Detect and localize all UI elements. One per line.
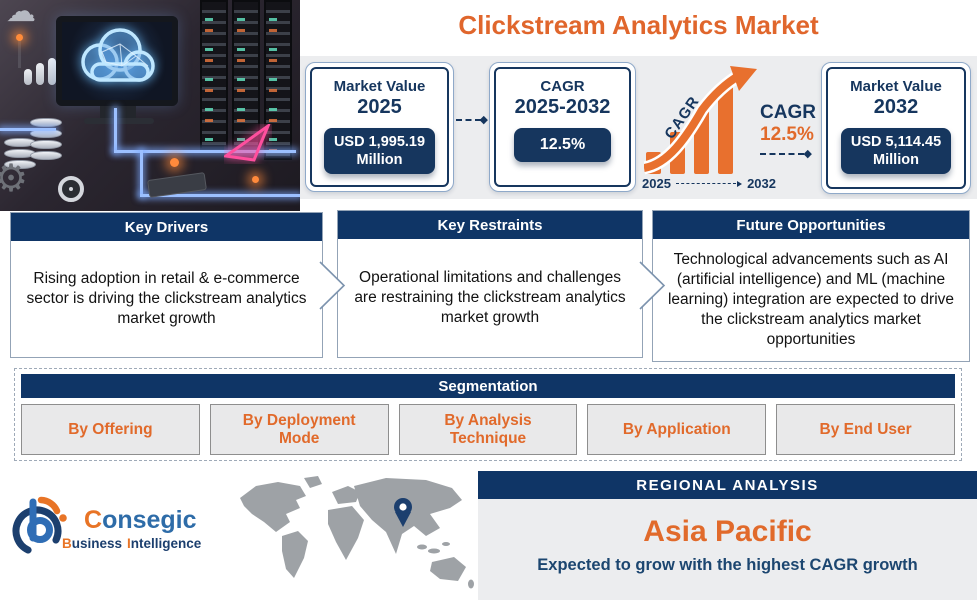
market-value-2032-amount: USD 5,114.45: [850, 134, 942, 150]
key-restraints-text: Operational limitations and challenges a…: [354, 268, 626, 327]
regional-analysis-panel: Asia Pacific Expected to grow with the h…: [478, 499, 977, 600]
market-value-2032-box: Market Value 2032 USD 5,114.45 Million: [821, 62, 971, 194]
key-restraints-header: Key Restraints: [338, 211, 642, 239]
world-map: [240, 476, 474, 589]
page-title: Clickstream Analytics Market: [458, 10, 819, 40]
segment-by-deployment-mode: By Deployment Mode: [209, 404, 389, 455]
target-icon: [58, 176, 84, 202]
cagr-label: CAGR: [540, 78, 585, 95]
market-value-2025-year: 2025: [357, 96, 402, 118]
key-drivers-box: Key Drivers Rising adoption in retail & …: [10, 212, 323, 358]
market-value-2032-unit: Million: [873, 152, 919, 169]
future-opportunities-text: Technological advancements such as AI (a…: [667, 250, 955, 349]
circuit-line: [0, 128, 56, 131]
cagr-note: CAGR 12.5% ◆: [760, 102, 824, 160]
end-year: 2032: [747, 176, 776, 191]
logo-word-usiness: usiness: [71, 536, 123, 551]
market-value-2032-label: Market Value: [850, 78, 942, 95]
segmentation-header: Segmentation: [21, 374, 955, 398]
segmentation-row: By Offering By Deployment Mode By Analys…: [21, 404, 955, 455]
logo-word-rest: onsegic: [102, 506, 197, 534]
connector-chevron-icon: [319, 261, 346, 310]
server-rack: [264, 0, 292, 160]
key-drivers-text: Rising adoption in retail & e-commerce s…: [26, 269, 307, 328]
monitor-screen: [56, 16, 178, 106]
market-value-2025-box: Market Value 2025 USD 1,995.19 Million: [305, 62, 454, 192]
consegic-logo-mark: [12, 496, 67, 556]
market-value-2032-year: 2032: [873, 96, 919, 118]
market-value-2032-pill: USD 5,114.45 Million: [840, 128, 952, 175]
circuit-line: [114, 108, 117, 152]
market-value-2025-amount: USD 1,995.19: [333, 134, 426, 150]
market-value-2025-label: Market Value: [333, 78, 426, 95]
neon-cloud-icon: [81, 28, 155, 82]
segmentation-section: Segmentation By Offering By Deployment M…: [14, 368, 962, 461]
circuit-line: [114, 150, 296, 153]
cagr-period: 2025-2032: [514, 96, 611, 118]
circuit-line: [140, 194, 300, 197]
cagr-note-value: 12.5%: [760, 124, 814, 145]
cagr-note-label: CAGR: [760, 102, 816, 123]
segment-by-application: By Application: [587, 404, 767, 455]
glow-dot: [170, 158, 179, 167]
market-value-2025-unit: Million: [356, 152, 403, 169]
start-year: 2025: [642, 176, 671, 191]
growth-chart-icon: CAGR: [644, 66, 757, 175]
key-drivers-header: Key Drivers: [11, 213, 322, 241]
cagr-value-pill: 12.5%: [513, 128, 612, 162]
segment-by-offering: By Offering: [21, 404, 200, 455]
cloud-icon: ☁: [6, 0, 36, 28]
arrow-head-icon: [737, 180, 743, 187]
logo-word-ntelligence: ntelligence: [130, 536, 202, 551]
logo-letter-c: C: [84, 506, 103, 534]
consegic-logo: Consegic Business Intelligence: [12, 492, 224, 584]
region-subtitle: Expected to grow with the highest CAGR g…: [537, 556, 918, 574]
hero-illustration: ☁: [0, 0, 300, 211]
light-pole: [18, 40, 21, 68]
market-value-2025-pill: USD 1,995.19 Million: [323, 128, 436, 175]
region-name: Asia Pacific: [643, 515, 812, 548]
future-opportunities-header: Future Opportunities: [653, 211, 969, 239]
glow-dot: [252, 176, 259, 183]
gear-icon: ⚙: [0, 158, 29, 200]
regional-analysis-header: REGIONAL ANALYSIS: [478, 471, 977, 499]
future-opportunities-box: Future Opportunities Technological advan…: [652, 210, 970, 362]
logo-letter-i: I: [127, 536, 131, 551]
server-rack: [200, 0, 228, 150]
logo-tagline: Business Intelligence: [62, 536, 201, 551]
logo-letter-b: B: [62, 536, 72, 551]
cagr-box: CAGR 2025-2032 12.5%: [489, 62, 636, 192]
segment-by-end-user: By End User: [776, 404, 955, 455]
dashed-connector: ◆: [760, 149, 812, 160]
segment-by-analysis-technique: By Analysis Technique: [398, 404, 578, 455]
dashed-connector: ◆: [456, 115, 488, 126]
database-cylinder-icon: [30, 118, 62, 160]
key-restraints-box: Key Restraints Operational limitations a…: [337, 210, 643, 358]
logo-wordmark: Consegic: [84, 506, 197, 535]
neon-cursor-icon: [224, 124, 271, 162]
bar-chart-decoration: [24, 58, 56, 85]
monitor-stand: [100, 106, 136, 119]
monitor-base: [84, 118, 154, 124]
connector-chevron-icon: [639, 261, 666, 310]
location-pin-icon: [394, 498, 412, 527]
server-rack: [232, 0, 260, 150]
circuit-line: [140, 150, 143, 196]
orange-light: [16, 34, 23, 41]
chart-years: 2025 2032: [642, 176, 776, 191]
